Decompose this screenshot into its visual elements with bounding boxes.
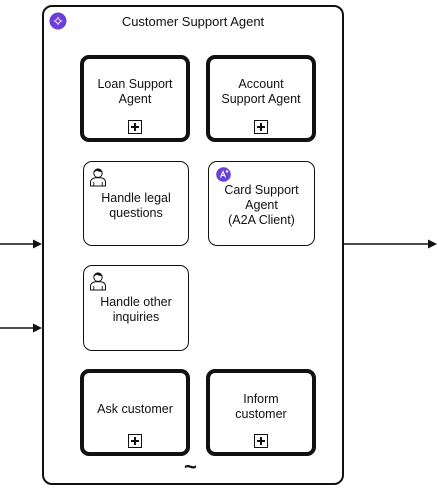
outgoing-flow[interactable] — [344, 239, 437, 249]
collapsed-subprocess-icon — [254, 120, 268, 134]
task-inform-customer[interactable]: Inform customer — [206, 369, 316, 456]
task-loan-support-agent[interactable]: Loan Support Agent — [80, 55, 190, 142]
subprocess-title: Customer Support Agent — [121, 14, 265, 29]
task-handle-legal-questions[interactable]: Handle legal questions — [83, 161, 189, 246]
user-icon — [90, 272, 106, 291]
incoming-flow-2[interactable] — [0, 323, 42, 333]
incoming-flow-1[interactable] — [0, 239, 42, 249]
task-label: Card Support Agent (A2A Client) — [224, 183, 299, 227]
task-card-support-agent[interactable]: Card Support Agent (A2A Client) — [208, 161, 315, 246]
task-label: Account Support Agent — [221, 76, 301, 106]
collapsed-subprocess-icon — [128, 120, 142, 134]
task-account-support-agent[interactable]: Account Support Agent — [206, 55, 316, 142]
ad-hoc-marker: ~ — [184, 454, 197, 479]
task-label: Handle legal questions — [101, 190, 171, 220]
task-label: Handle other inquiries — [100, 295, 172, 324]
task-label: Inform customer — [235, 391, 287, 421]
ai-agent-sparkle-icon — [49, 12, 67, 30]
a2a-client-icon — [216, 167, 231, 182]
task-label: Ask customer — [97, 402, 173, 416]
task-label: Loan Support Agent — [97, 76, 173, 106]
collapsed-subprocess-icon — [128, 434, 142, 448]
collapsed-subprocess-icon — [254, 434, 268, 448]
user-icon — [90, 168, 106, 187]
task-ask-customer[interactable]: Ask customer — [80, 369, 190, 456]
task-handle-other-inquiries[interactable]: Handle other inquiries — [83, 265, 189, 351]
